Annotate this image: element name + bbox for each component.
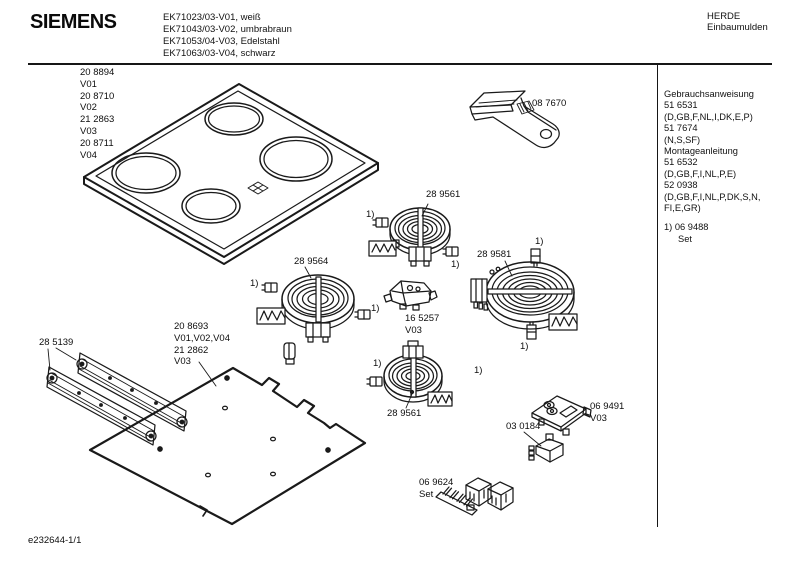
footnote-marker: 1)	[366, 209, 375, 220]
bracket-plate-drawing	[532, 396, 591, 435]
sidebar-instructions: Gebrauchsanweisung 51 6531 (D,GB,F,NL,I,…	[664, 89, 761, 214]
sidebar-footnote-ref: 1) 06 9488	[664, 222, 709, 232]
cooktop-drawing	[84, 84, 378, 264]
clamp-spring-icons	[257, 241, 577, 406]
label-connector-set: 06 9624 Set	[419, 477, 454, 500]
model-list: EK71023/03-V01, weiß EK71043/03-V02, umb…	[163, 12, 292, 59]
connector-set-drawing	[436, 478, 513, 515]
document-reference: e232644-1/1	[28, 535, 82, 546]
footnote-marker: 1)	[373, 358, 382, 369]
element-bottom-drawing	[384, 341, 442, 402]
scraper-drawing	[470, 91, 559, 147]
label-cooktop-variants: 20 8894 V01 20 8710 V02 21 2863 V03 20 8…	[80, 67, 115, 161]
label-bracket-plate: 06 9491 V03	[590, 401, 625, 424]
label-element-bottom: 28 9561	[387, 408, 422, 419]
brand-logo: SIEMENS	[30, 11, 117, 33]
footnote-marker: 1)	[520, 341, 529, 352]
element-large-drawing	[471, 249, 574, 339]
footnote-marker: 1)	[535, 236, 544, 247]
header-divider	[28, 63, 772, 65]
label-element-large: 28 9581	[477, 249, 512, 260]
label-scraper: 08 7670	[532, 98, 567, 109]
sidebar-footnote-set: Set	[678, 234, 692, 244]
terminal-block-drawing	[529, 434, 563, 462]
element-top-drawing	[390, 208, 450, 266]
label-terminal-block: 03 0184	[506, 421, 541, 432]
label-element-top: 28 9561	[426, 189, 461, 200]
pointer-lines	[48, 204, 541, 446]
rails-drawing	[47, 353, 187, 445]
label-base-pan: 20 8693 V01,V02,V04 21 2862 V03	[174, 321, 230, 368]
footnote-marker: 1)	[250, 278, 259, 289]
element-left-drawing	[282, 275, 354, 364]
label-regulator: 16 5257 V03	[405, 313, 440, 336]
category-title: HERDE	[707, 11, 741, 22]
clamp-connector-icons	[262, 218, 458, 386]
footnote-marker: 1)	[474, 365, 483, 376]
sidebar-divider	[657, 63, 659, 527]
label-element-left: 28 9564	[294, 256, 329, 267]
regulator-drawing	[384, 281, 437, 310]
category-subtitle: Einbaumulden	[707, 22, 768, 33]
footnote-marker: 1)	[371, 303, 380, 314]
base-pan-drawing	[90, 368, 365, 524]
label-rails: 28 5139	[39, 337, 74, 348]
footnote-marker: 1)	[451, 259, 460, 270]
